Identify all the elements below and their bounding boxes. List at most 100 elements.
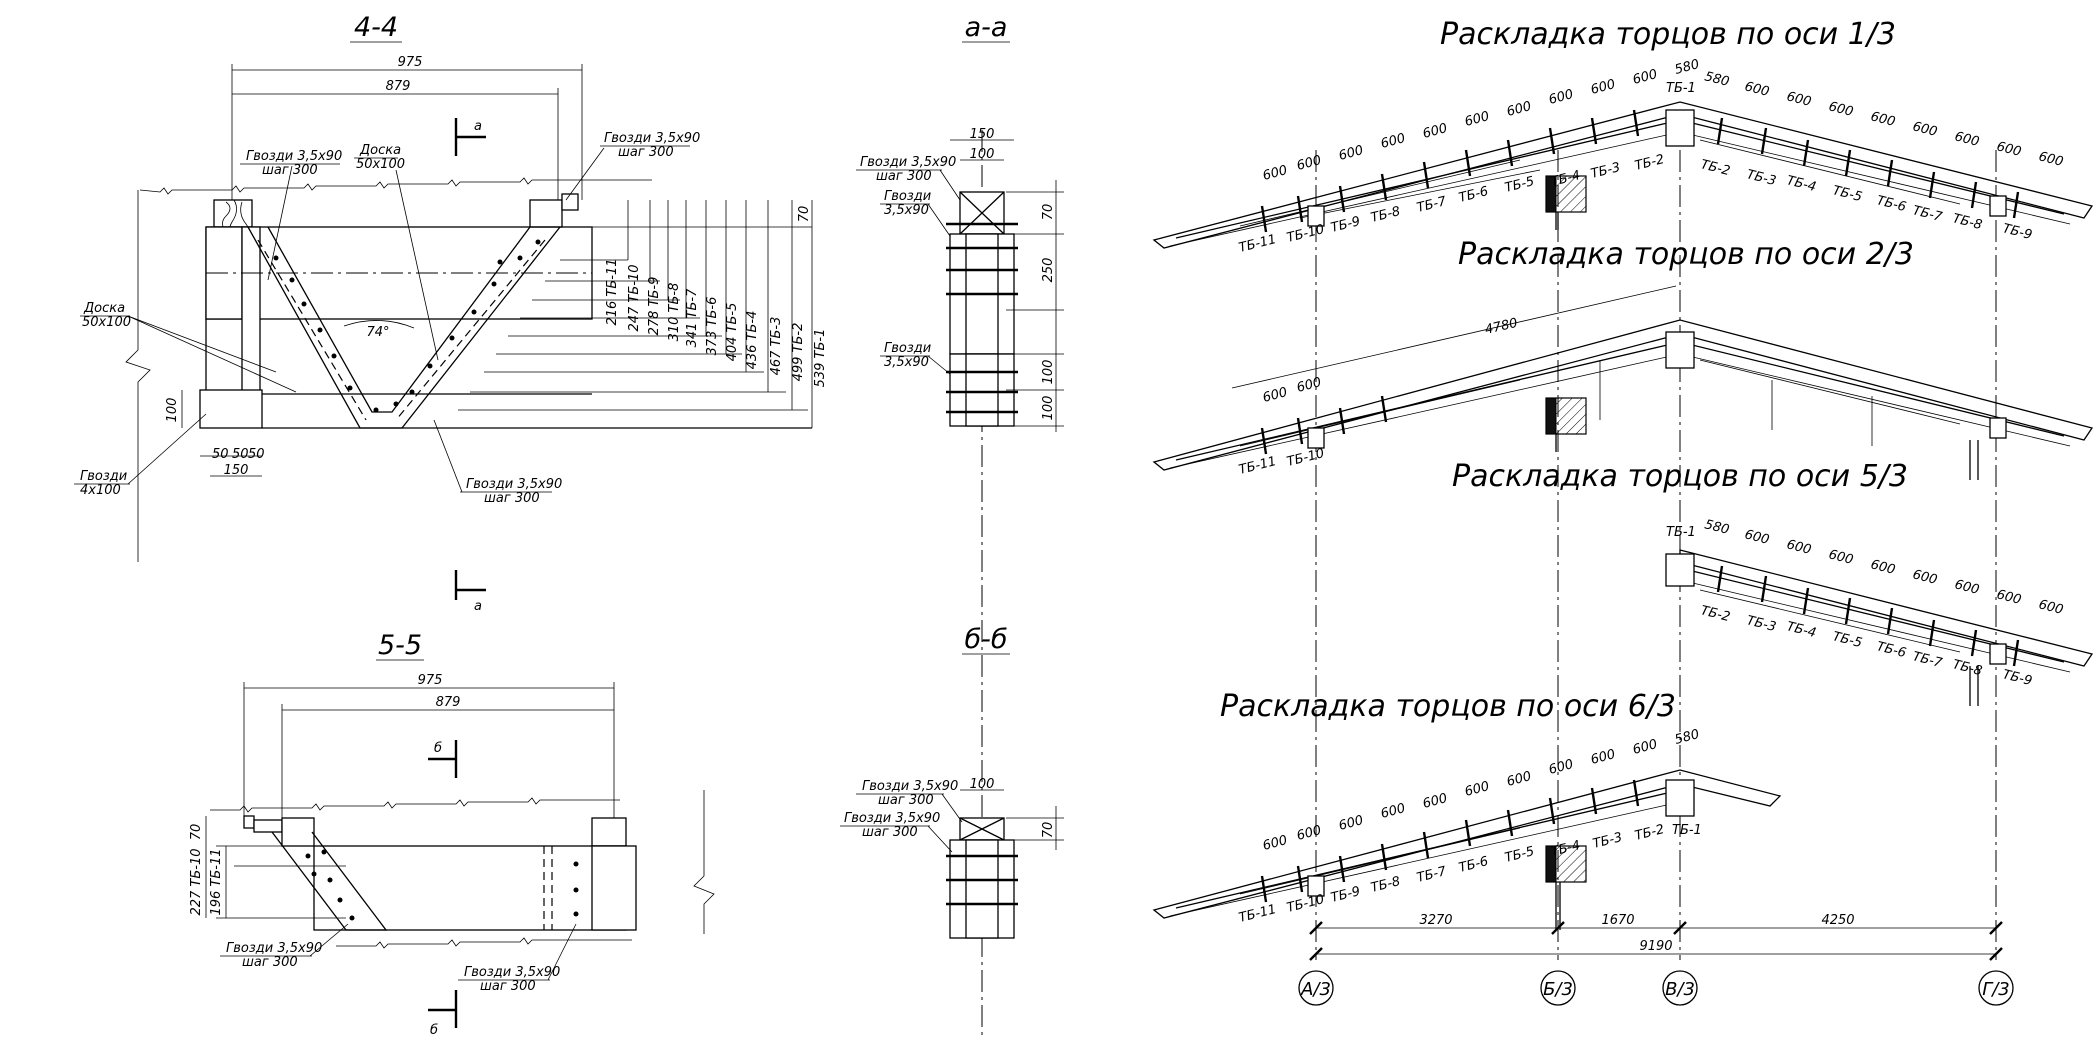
label-nails-aa-mid-2: 3,5х90: [884, 203, 929, 218]
label-nails-bb-1a: Гвозди 3,5х90: [862, 779, 958, 794]
tb23-l0: ТБ-11: [1237, 454, 1278, 478]
label-nails-top-left-1: Гвозди 3,5х90: [246, 149, 342, 164]
section-title-5-5: 5-5: [378, 630, 422, 661]
label-nails-aa-top-1: Гвозди 3,5х90: [860, 155, 956, 170]
tb13-l0: ТБ-11: [1237, 232, 1278, 256]
tb23-l1: ТБ-10: [1285, 446, 1326, 470]
label-nails-aa-low-2: 3,5х90: [884, 355, 929, 370]
grid-dim-4250: 4250: [1821, 913, 1854, 928]
sp53-3: 600: [1827, 547, 1855, 568]
angle-74: 74°: [366, 325, 389, 340]
dim-150: 150: [224, 463, 249, 478]
tb53-6: ТБ-8: [1951, 657, 1984, 679]
tb13-l4: ТБ-7: [1415, 194, 1448, 216]
label-nails-55-left-1: Гвозди 3,5х90: [226, 941, 322, 956]
level-tb6: 373 ТБ-6: [705, 297, 720, 356]
sp23-l1: 600: [1295, 375, 1323, 396]
label-nails-bb-2b: шаг 300: [862, 825, 918, 840]
spacing-1-3-left: 600 600 600 600 600 600 600 600 600 600 …: [1261, 57, 1701, 184]
sp63-10: 580: [1673, 727, 1701, 748]
spacing-1-3-right: 580 600 600 600 600 600 600 600 600: [1703, 69, 2065, 170]
roof-axis-5-3: Раскладка торцов по оси 5/3 580 600 600 …: [1452, 459, 2094, 706]
sp53-5: 600: [1911, 567, 1939, 588]
label-board-top-2: 50х100: [356, 157, 405, 172]
sp13-l5: 600: [1463, 109, 1491, 130]
level-tb10-b: 227 ТБ-10: [189, 848, 204, 915]
axis-markers: А/3 Б/3 В/3 Г/3: [1298, 970, 2014, 1006]
tb13-l8: ТБ-3: [1589, 160, 1622, 182]
grid-dim-1670: 1670: [1601, 913, 1634, 928]
tb13-l6: ТБ-5: [1503, 174, 1536, 196]
sp53-6: 600: [1953, 577, 1981, 598]
sp63-2: 600: [1337, 813, 1365, 834]
cut-mark-a-bottom: а: [474, 599, 482, 614]
cut-mark-a-top: а: [474, 119, 482, 134]
label-nails-top-right-1: Гвозди 3,5х90: [604, 131, 700, 146]
sp13-l7: 600: [1547, 87, 1575, 108]
dim-100-aa-b: 100: [1041, 360, 1056, 385]
sp13-r6: 600: [1953, 129, 1981, 150]
sp13-r8: 600: [2037, 149, 2065, 170]
label-board-left-1: Доска: [83, 301, 125, 316]
dim-100: 100: [165, 398, 180, 423]
tb63-7: ТБ-4: [1549, 838, 1582, 860]
level-tb8: 310 ТБ-8: [667, 283, 682, 342]
sp13-l10: 580: [1673, 57, 1701, 78]
label-board-left-2: 50х100: [82, 315, 131, 330]
tb13-r0: ТБ-2: [1699, 157, 1732, 179]
tb63-0: ТБ-11: [1237, 902, 1278, 926]
level-tb11: 216 ТБ-11: [605, 258, 620, 325]
axis-g3: Г/3: [1982, 979, 2010, 1000]
tb13-r1: ТБ-3: [1745, 167, 1778, 189]
label-nails-aa-mid-1: Гвозди: [884, 189, 931, 204]
sp13-r2: 600: [1785, 89, 1813, 110]
cut-mark-b-top: б: [434, 741, 442, 756]
title-axis-2-3: Раскладка торцов по оси 2/3: [1458, 237, 1914, 272]
tb63-4: ТБ-7: [1415, 864, 1448, 886]
dim-975: 975: [398, 55, 423, 70]
tb53-4: ТБ-6: [1875, 639, 1908, 661]
dim-100-aa: 100: [970, 147, 995, 162]
cut-mark-b-bottom: б: [430, 1023, 438, 1038]
sp63-4: 600: [1421, 791, 1449, 812]
tb63-5: ТБ-6: [1457, 854, 1490, 876]
sp53-0: 580: [1703, 517, 1731, 538]
dim-100-bb: 100: [970, 777, 995, 792]
title-axis-6-3: Раскладка торцов по оси 6/3: [1220, 689, 1676, 724]
tb63-6: ТБ-5: [1503, 844, 1536, 866]
tb63-3: ТБ-8: [1369, 874, 1402, 896]
tb13-l2: ТБ-9: [1329, 214, 1362, 236]
level-tb1: 539 ТБ-1: [813, 329, 828, 388]
dim-975-b: 975: [418, 673, 443, 688]
roof-axis-6-3: Раскладка торцов по оси 6/3 600 600 600: [1152, 689, 1782, 930]
label-nails-top-left-2: шаг 300: [262, 163, 318, 178]
tb-labels-1-3: ТБ-11 ТБ-10 ТБ-9 ТБ-8 ТБ-7 ТБ-6 ТБ-5 ТБ-…: [1237, 81, 2033, 256]
tb63-10: ТБ-1: [1672, 823, 1702, 838]
section-b-b-detail: б-б 100 70 Гвозди 3,5х90 шаг 300 Гвозди …: [840, 624, 1064, 939]
label-nails-aa-top-2: шаг 300: [876, 169, 932, 184]
section-4-4-detail: 4-4 975 879 а: [74, 12, 828, 614]
sp13-l6: 600: [1505, 99, 1533, 120]
tb53-7: ТБ-9: [2001, 667, 2034, 689]
sp63-0: 600: [1261, 833, 1289, 854]
dim-70-aa: 70: [1041, 204, 1056, 221]
tb13-r5: ТБ-7: [1911, 203, 1944, 225]
sp63-5: 600: [1463, 779, 1491, 800]
grid-dimensions: 3270 1670 4250 9190: [1309, 913, 2003, 961]
section-a-a-detail: а-а 150 100 70: [856, 12, 1064, 1040]
title-axis-1-3: Раскладка торцов по оси 1/3: [1440, 17, 1896, 52]
tb63-2: ТБ-9: [1329, 884, 1362, 906]
sp63-3: 600: [1379, 801, 1407, 822]
sp63-6: 600: [1505, 769, 1533, 790]
roof-layouts: Раскладка торцов по оси 1/3: [1152, 17, 2094, 1006]
sp13-r4: 600: [1869, 109, 1897, 130]
label-nails-55-bottom-1: Гвозди 3,5х90: [464, 965, 560, 980]
axis-a3: А/3: [1300, 979, 1331, 1000]
section-title-4-4: 4-4: [354, 12, 398, 43]
sp13-r5: 600: [1911, 119, 1939, 140]
title-axis-5-3: Раскладка торцов по оси 5/3: [1452, 459, 1908, 494]
tb13-l7: ТБ-4: [1549, 168, 1582, 190]
sp13-r3: 600: [1827, 99, 1855, 120]
sp13-l3: 600: [1379, 131, 1407, 152]
